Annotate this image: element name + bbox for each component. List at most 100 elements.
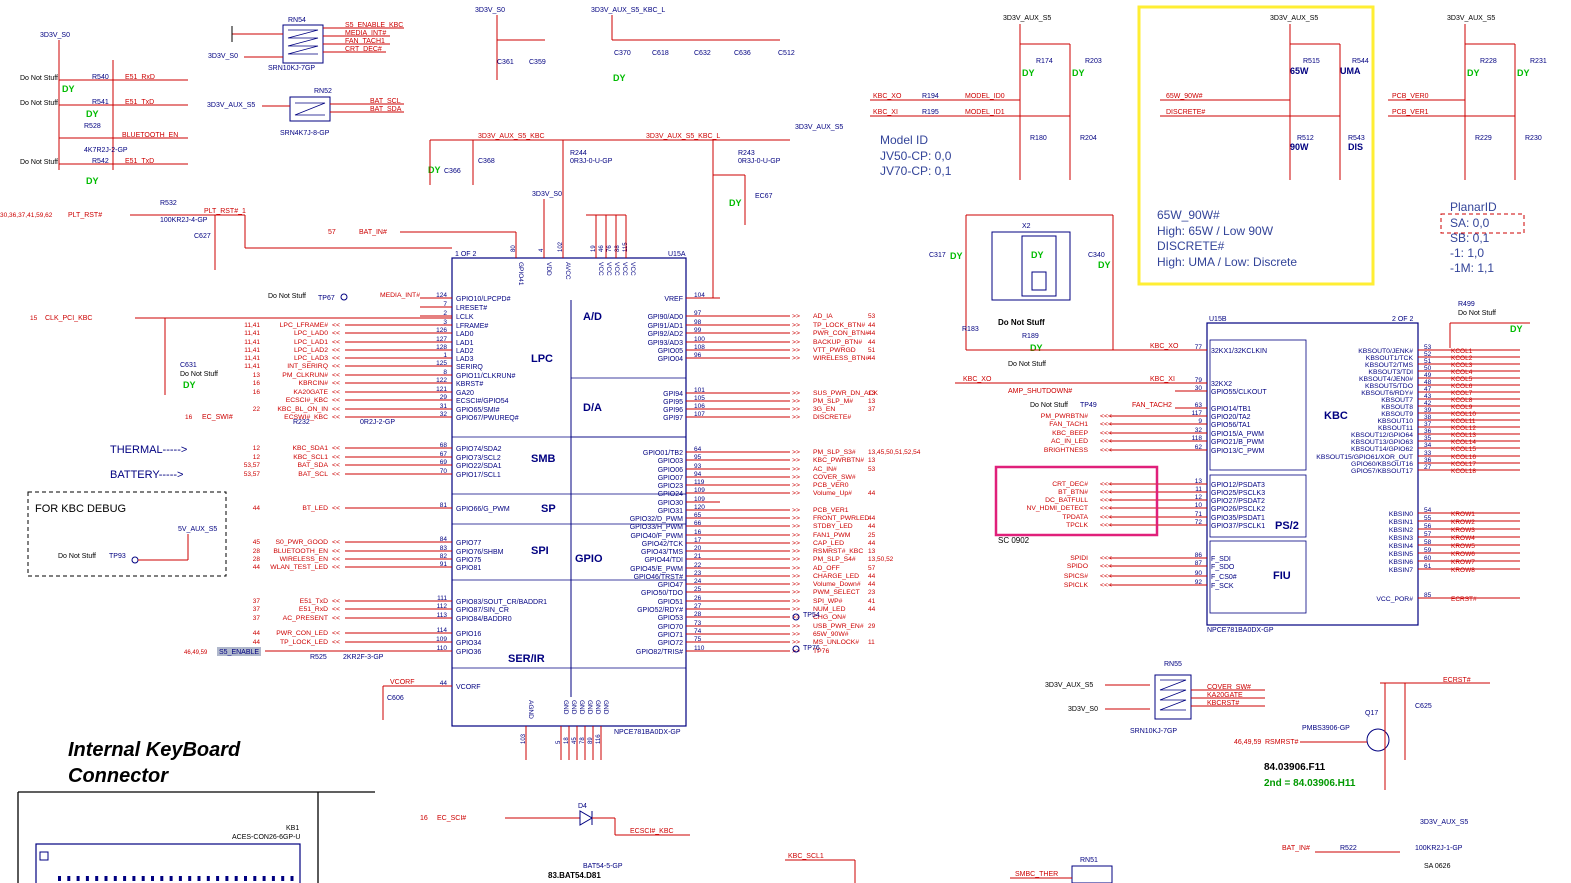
rn55-value: SRN10KJ-7GP [1130, 728, 1177, 735]
group-ad: A/D [583, 311, 602, 323]
u15a-right-pin-arrow: >> [792, 355, 800, 362]
u15b-left-pin-name: GPIO14/TB1 [1211, 406, 1251, 413]
d4-value: BAT54-5-GP [583, 863, 623, 870]
kb-connector-pin [151, 876, 154, 881]
u15a-left-pin-name: GPIO36 [456, 649, 481, 656]
u15b-right-pin-num: 27 [1424, 464, 1432, 471]
net-e51-txd-top: E51_TxD [125, 99, 154, 106]
u15b-left-pin-num: 117 [1192, 410, 1203, 417]
u15a-right-pin-name: GPIO82/TRIS# [636, 649, 683, 656]
u15a-right-pin-num: 104 [694, 292, 705, 299]
net-3v3-aux-r243: 3D3V_AUX_S5 [795, 124, 843, 131]
u15b-left-pin-arrow: <<< [1100, 505, 1112, 512]
kb-connector-pin [169, 876, 173, 881]
r204-ref: R204 [1080, 135, 1097, 142]
keyboard-title-1: Internal KeyBoard [68, 739, 241, 761]
net-s5-enable: S5_ENABLE [219, 649, 259, 656]
u15a-right-pin-num: 74 [694, 628, 702, 635]
c632-ref: C632 [694, 50, 711, 57]
u15a-right-pin-num: 101 [694, 387, 705, 394]
u15b-right-pin-net: KCOL2 [1451, 355, 1473, 362]
ec-sci-num: 16 [420, 815, 428, 822]
net-discrete: DISCRETE# [1166, 109, 1205, 116]
u15a-left-pin-arrow: << [332, 330, 340, 337]
u15b-left-pin-arrow: <<< [1100, 438, 1112, 445]
u15a-left-pin-ref: 37 [253, 615, 261, 622]
u15a-right-pin-arrow: >> [792, 639, 800, 646]
r540-ref: R540 [92, 74, 109, 81]
u15a-bottom-pin-name: GND [602, 700, 609, 715]
u15a-left-pin-arrow: << [332, 462, 340, 469]
u15b-right-pin-net: KCOL12 [1451, 425, 1476, 432]
u15a-right-pin-ref: 41 [868, 598, 876, 605]
u15a-left-pin-arrow: << [332, 397, 340, 404]
plt-rst-refs: 30,36,37,41,59,62 [0, 212, 53, 219]
u15b-right-pin-net: KCOL10 [1451, 411, 1476, 418]
u15a-left-pin-arrow: << [332, 445, 340, 452]
u15a-right-pin-num: 23 [694, 570, 702, 577]
group-fiu: FIU [1273, 570, 1291, 582]
u15a-bottom-pin-name: GND [586, 700, 593, 715]
u15b-right-pin-num: 50 [1424, 365, 1432, 372]
u15b-left-pin-name: 32KX1/32KCLKIN [1211, 348, 1267, 355]
u15a-right-pin-ref: 29 [868, 623, 876, 630]
u15a-right-pin-name: GPI90/AD0 [648, 314, 684, 321]
r532-value: 100KR2J-4-GP [160, 217, 208, 224]
u15b-right-pin-num: 54 [1424, 507, 1432, 514]
u15a-left-pin-ref: 37 [253, 598, 261, 605]
c361-ref: C361 [497, 59, 514, 66]
net-3v3-aux-planar: 3D3V_AUX_S5 [1447, 15, 1495, 22]
u15b-left-pin-net: SPICLK [1064, 582, 1089, 589]
u15b-right-pin-net: KCOL1 [1451, 348, 1473, 355]
net-3v3-aux-kbc: 3D3V_AUX_S5_KBC [478, 133, 545, 140]
u15a-left-pin-ref: 16 [253, 389, 261, 396]
u15a-right-pin-num: 73 [694, 620, 702, 627]
u15a-left-pin-name: GPIO83/SOUT_CR/BADDR1 [456, 599, 547, 606]
u15b-right-pin-net: KROW1 [1451, 511, 1475, 518]
u15a-left-pin-ref: 44 [253, 564, 261, 571]
q17-value: PMBS3906-GP [1302, 725, 1350, 732]
planar-row-4: -1M: 1,1 [1450, 261, 1494, 275]
u15a-left-pin-net: AC_PRESENT [283, 615, 328, 622]
group-da: D/A [583, 402, 602, 414]
u15b-ref: U15B [1209, 316, 1227, 323]
u15a-right-pin-arrow: >> [792, 556, 800, 563]
u15a-left-pin-arrow: << [332, 380, 340, 387]
u15a-left-pin-num: 127 [436, 336, 447, 343]
kbc-debug-title: FOR KBC DEBUG [35, 503, 126, 515]
u15b-left-pin-net: PM_PWRBTN# [1041, 413, 1088, 420]
u15a-right-pin-num: 66 [694, 520, 702, 527]
dy-r189: DY [1030, 343, 1043, 353]
u15a-right-pin-name: GPI97 [663, 415, 683, 422]
u15b-right-pin-name: KBSOUT6/RDY# [1361, 390, 1413, 397]
dy-r499: DY [1510, 324, 1523, 334]
u15b-right-pin-net: KCOL15 [1451, 446, 1476, 453]
u15b-left-pin-num: 92 [1195, 579, 1203, 586]
net-ecrst-bottom: ECRST# [1443, 677, 1471, 684]
u15a-left-pin-net: KBC_SCL1 [293, 454, 328, 461]
u15a-left-pin-name: LFRAME# [456, 323, 488, 330]
u15a-right-pin-name: GPIO01/TB2 [643, 450, 683, 457]
u15a-ref: U15A [668, 251, 686, 258]
net-amp-shutdown: AMP_SHUTDOWN# [1008, 388, 1072, 395]
clk-pci-num: 15 [30, 315, 38, 322]
u15a-right-pin-name: GPIO52/RDY# [637, 607, 683, 614]
u15a-left-pin-net: LPC_LAD0 [294, 330, 328, 337]
r499-ref: R499 [1458, 301, 1475, 308]
u15b-left-pin-net: SPIDI [1070, 555, 1088, 562]
u15a-right-pin-net: PM_SLP_S4# [813, 556, 856, 563]
bat-in-num: 57 [328, 229, 336, 236]
u15a-left-pin-ref: 22 [253, 406, 261, 413]
d4-number: 83.BAT54.D81 [548, 871, 601, 880]
u15a-left-pin-arrow: << [332, 363, 340, 370]
c618-ref: C618 [652, 50, 669, 57]
dns-r541: Do Not Stuff [20, 100, 58, 107]
net-kbcrst: KBCRST# [1207, 700, 1239, 707]
u15b-left-pin-arrow: <<< [1100, 489, 1112, 496]
model-id-title: Model ID [880, 133, 928, 147]
u15b-right-pin-net: KROW3 [1451, 527, 1475, 534]
top-caps: 3D3V_S0 C361 C359 3D3V_AUX_S5_KBC_L C370… [428, 7, 843, 299]
u15b-left-pin-net: DC_BATFULL [1045, 497, 1088, 504]
power-discrete-block: 3D3V_AUX_S5 R515 R544 65W UMA R512 R543 … [1137, 5, 1375, 286]
r528-value: 4K7R2J-2-GP [84, 147, 128, 154]
